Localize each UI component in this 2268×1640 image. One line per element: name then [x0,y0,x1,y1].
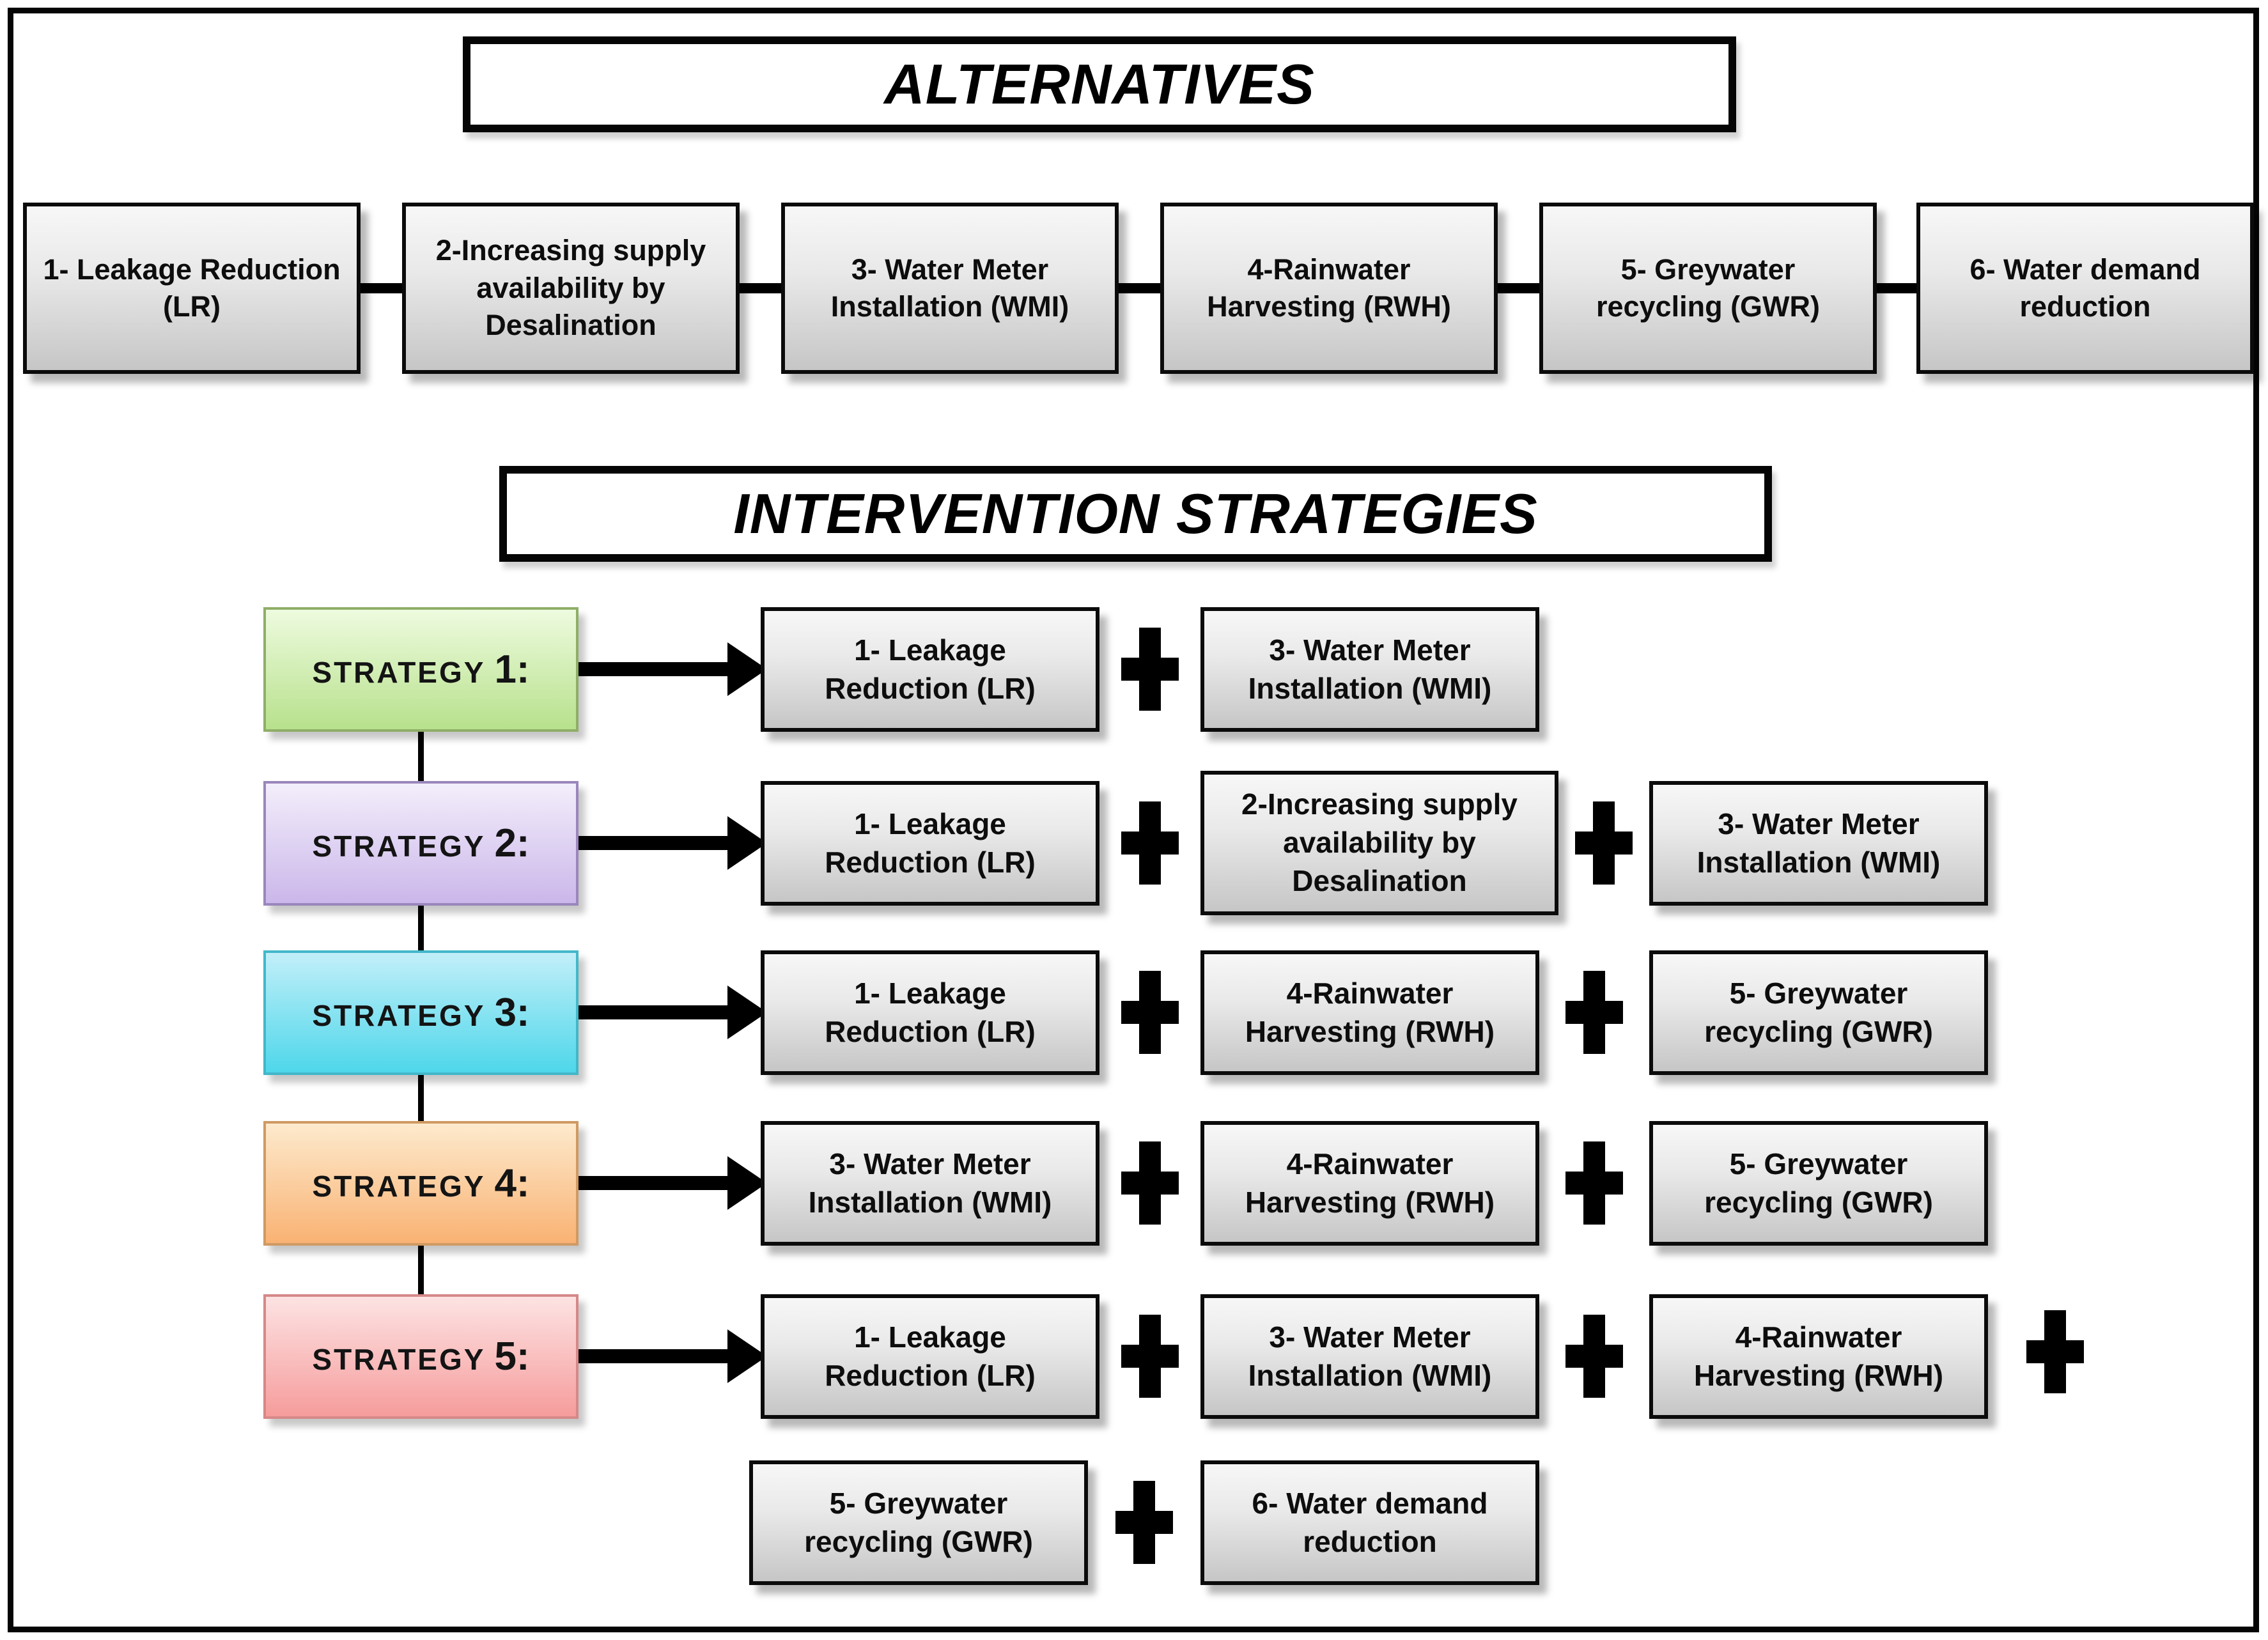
arrow-right-icon [579,642,767,696]
component-label: 2-Increasing supply availability by Desa… [1241,787,1518,897]
plus-icon [1565,971,1623,1054]
strategy-3-component-1: 1- Leakage Reduction (LR) [761,950,1099,1075]
component-label: 3- Water Meter Installation (WMI) [1248,1320,1492,1392]
alternatives-title-box: ALTERNATIVES [463,36,1736,132]
plus-icon [2026,1310,2084,1393]
alternative-box-6: 6- Water demand reduction [1916,203,2254,374]
connector-line [418,1075,424,1121]
plus-icon [1121,801,1179,885]
component-label: 6- Water demand reduction [1252,1486,1488,1558]
alternative-label: 4-Rainwater Harvesting (RWH) [1207,252,1451,323]
component-label: 1- Leakage Reduction (LR) [825,633,1036,705]
plus-icon [1121,971,1179,1054]
strategy-2-component-2: 2-Increasing supply availability by Desa… [1200,771,1558,915]
arrow-right-icon [579,986,767,1039]
component-label: 4-Rainwater Harvesting (RWH) [1245,1147,1495,1219]
plus-icon [1121,1141,1179,1225]
alternative-label: 1- Leakage Reduction (LR) [43,252,341,323]
plus-icon [1115,1481,1173,1564]
component-label: 4-Rainwater Harvesting (RWH) [1693,1320,1944,1392]
strategies-title-box: INTERVENTION STRATEGIES [499,466,1772,562]
alternative-box-1: 1- Leakage Reduction (LR) [23,203,361,374]
strategy-2-component-3: 3- Water Meter Installation (WMI) [1649,781,1988,906]
plus-icon [1121,1315,1179,1398]
component-label: 3- Water Meter Installation (WMI) [1697,807,1941,879]
component-label: 1- Leakage Reduction (LR) [825,976,1036,1048]
component-label: 5- Greywater recycling (GWR) [804,1486,1033,1558]
component-label: 3- Water Meter Installation (WMI) [808,1147,1052,1219]
strategies-title: INTERVENTION STRATEGIES [733,482,1538,545]
component-label: 4-Rainwater Harvesting (RWH) [1245,976,1495,1048]
arrow-right-icon [579,1156,767,1210]
component-label: 5- Greywater recycling (GWR) [1704,1147,1933,1219]
connector-line [1498,283,1539,293]
strategy-5-component-5: 6- Water demand reduction [1200,1460,1539,1585]
connector-line [418,906,424,950]
strategy-3-component-2: 4-Rainwater Harvesting (RWH) [1200,950,1539,1075]
alternative-box-4: 4-Rainwater Harvesting (RWH) [1160,203,1498,374]
alternative-box-2: 2-Increasing supply availability by Desa… [402,203,740,374]
strategy-4-component-3: 5- Greywater recycling (GWR) [1649,1121,1988,1246]
connector-line [361,283,402,293]
plus-icon [1575,801,1633,885]
strategy-4-component-2: 4-Rainwater Harvesting (RWH) [1200,1121,1539,1246]
strategy-3-component-3: 5- Greywater recycling (GWR) [1649,950,1988,1075]
alternative-label: 6- Water demand reduction [1969,252,2201,323]
outer-border [8,8,2259,1632]
alternatives-title: ALTERNATIVES [884,52,1315,116]
arrow-right-icon [579,1329,767,1383]
strategy-1-component-2: 3- Water Meter Installation (WMI) [1200,607,1539,732]
plus-icon [1121,628,1179,711]
alternative-label: 2-Increasing supply availability by Desa… [435,234,706,342]
strategy-5-component-2: 3- Water Meter Installation (WMI) [1200,1294,1539,1419]
plus-icon [1565,1315,1623,1398]
strategy-2-component-1: 1- Leakage Reduction (LR) [761,781,1099,906]
strategy-1-component-1: 1- Leakage Reduction (LR) [761,607,1099,732]
connector-line [418,732,424,781]
connector-line [1877,283,1916,293]
plus-icon [1565,1141,1623,1225]
arrow-right-icon [579,816,767,870]
strategy-5-component-1: 1- Leakage Reduction (LR) [761,1294,1099,1419]
component-label: 3- Water Meter Installation (WMI) [1248,633,1492,705]
connector-line [740,283,781,293]
component-label: 1- Leakage Reduction (LR) [825,807,1036,879]
alternative-box-3: 3- Water Meter Installation (WMI) [781,203,1119,374]
component-label: 1- Leakage Reduction (LR) [825,1320,1036,1392]
connector-line [418,1246,424,1294]
alternative-label: 3- Water Meter Installation (WMI) [830,252,1069,323]
strategy-5-component-4: 5- Greywater recycling (GWR) [749,1460,1088,1585]
strategy-5-component-3: 4-Rainwater Harvesting (RWH) [1649,1294,1988,1419]
alternative-box-5: 5- Greywater recycling (GWR) [1539,203,1877,374]
component-label: 5- Greywater recycling (GWR) [1704,976,1933,1048]
alternative-label: 5- Greywater recycling (GWR) [1596,252,1821,323]
strategy-4-component-1: 3- Water Meter Installation (WMI) [761,1121,1099,1246]
connector-line [1119,283,1160,293]
